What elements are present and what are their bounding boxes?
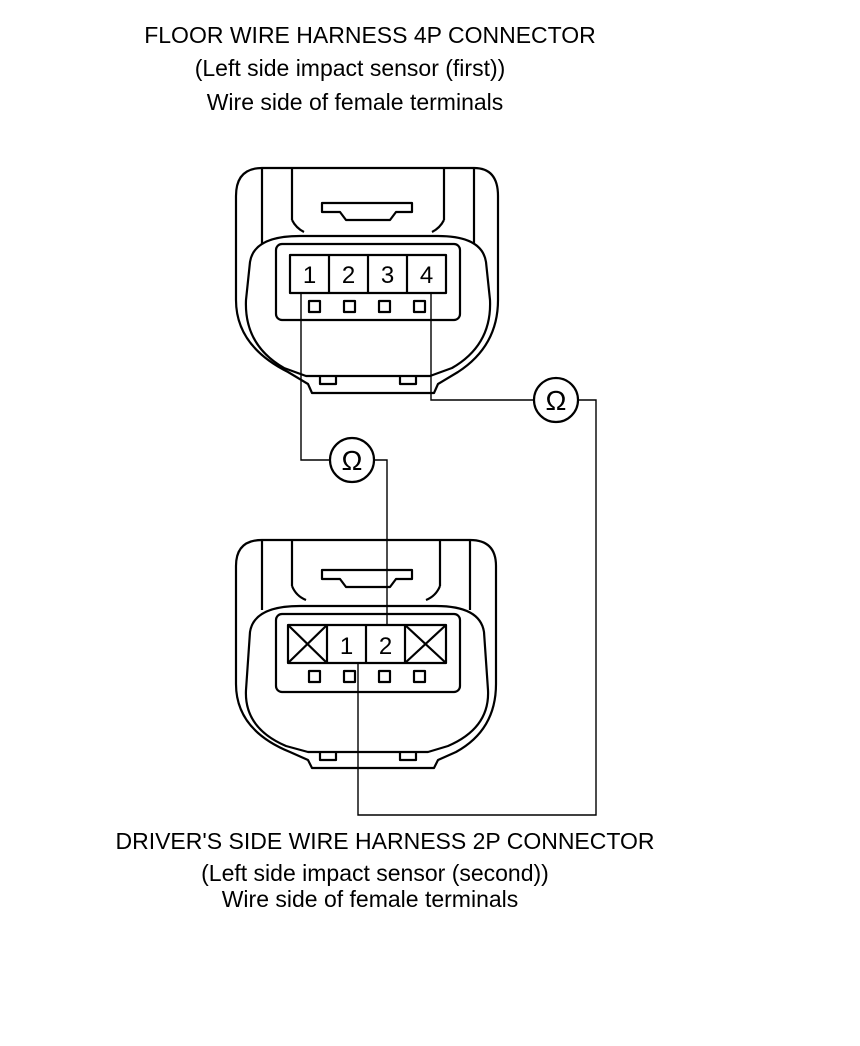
bottom-connector-title: DRIVER'S SIDE WIRE HARNESS 2P CONNECTOR — [115, 828, 655, 854]
top-connector-cavity — [274, 242, 462, 322]
top-terminal-1: 1 — [303, 262, 316, 289]
bottom-connector-inner-body — [244, 604, 490, 754]
bottom-terminal-1: 1 — [340, 633, 353, 660]
top-connector-view-note: Wire side of female terminals — [206, 89, 504, 115]
top-connector: 1 2 3 4 — [234, 166, 500, 395]
wire-top4-to-meter2 — [430, 293, 534, 401]
bottom-connector-subtitle: (Left side impact sensor (second)) — [201, 860, 549, 886]
top-connector-key — [320, 201, 414, 222]
wire-meter1-to-bottom2 — [374, 459, 388, 625]
wire-meter2-to-bottom1 — [357, 399, 597, 816]
top-connector-subtitle: (Left side impact sensor (first)) — [194, 55, 506, 81]
bottom-connector-cavity — [274, 612, 462, 694]
bottom-connector-outer-shell — [234, 538, 498, 770]
probe-wires — [300, 293, 597, 816]
top-connector-right-latch — [442, 168, 476, 244]
ohm-symbol-1: Ω — [342, 445, 363, 476]
top-connector-outer-shell — [234, 166, 500, 395]
bottom-connector-view-note: Wire side of female terminals — [221, 886, 519, 912]
ohmmeter-2: Ω — [532, 376, 580, 424]
bottom-connector-key — [320, 568, 414, 589]
top-connector-inner-body — [244, 234, 492, 378]
top-connector-title: FLOOR WIRE HARNESS 4P CONNECTOR — [144, 22, 596, 48]
bottom-terminal-2: 2 — [379, 633, 392, 660]
bottom-blank-cavity-right — [404, 624, 447, 664]
top-terminal-2: 2 — [342, 262, 355, 289]
bottom-blank-cavity-left — [287, 624, 328, 664]
top-connector-left-latch — [260, 168, 294, 244]
top-terminal-3: 3 — [381, 262, 394, 289]
wire-top1-to-meter1 — [300, 293, 330, 461]
ohm-symbol-2: Ω — [546, 385, 567, 416]
top-terminal-4: 4 — [420, 262, 433, 289]
bottom-connector-right-latch — [438, 540, 472, 610]
bottom-connector-left-latch — [260, 540, 294, 610]
ohmmeter-1-circle — [328, 436, 376, 484]
bottom-connector: 1 2 — [234, 538, 498, 770]
ohmmeter-2-circle — [532, 376, 580, 424]
ohmmeter-1: Ω — [328, 436, 376, 484]
